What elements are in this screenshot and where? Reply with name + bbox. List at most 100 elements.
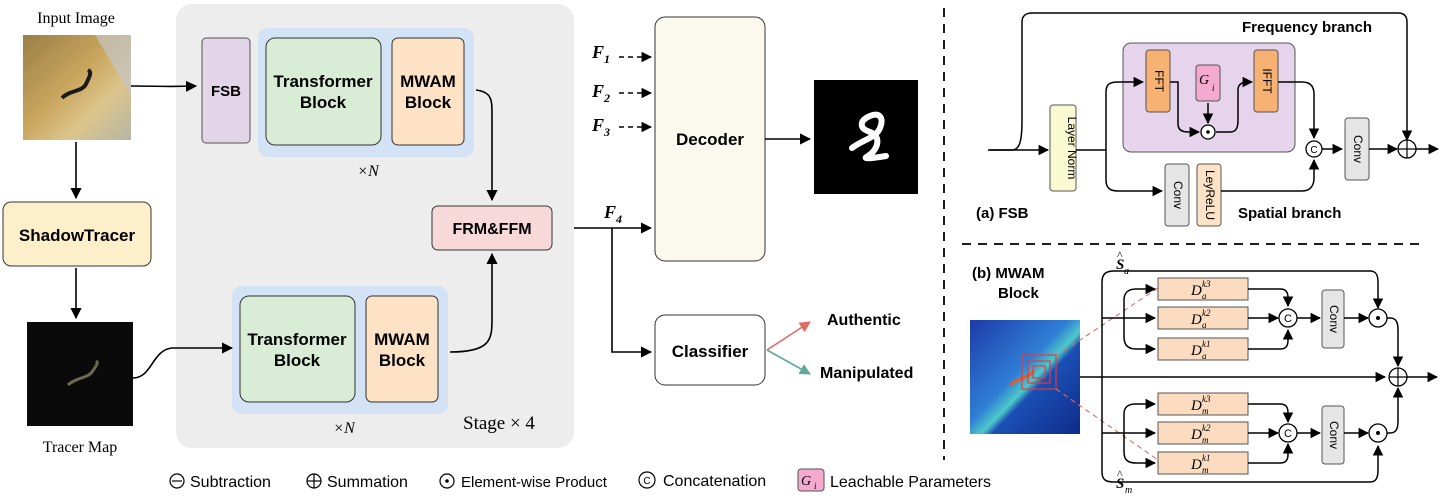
manipulated-label: Manipulated	[820, 365, 913, 382]
svg-text:a: a	[1202, 320, 1207, 330]
svg-text:a: a	[1124, 266, 1129, 277]
g-parameter-label: G	[1199, 73, 1209, 88]
ifft-box	[1253, 49, 1279, 113]
ifft-label: IFFT	[1260, 68, 1274, 94]
fusion-conv-label: Conv	[1351, 135, 1365, 163]
legend-summation: Summation	[306, 473, 408, 491]
svg-text:C: C	[643, 476, 650, 487]
mwam-m-conv-label: Conv	[1327, 421, 1341, 449]
g-parameter-box	[1195, 64, 1221, 102]
spatial-conv-label: Conv	[1171, 181, 1185, 209]
svg-text:Leachable Parameters: Leachable Parameters	[830, 474, 991, 491]
spatial-branch-label: Spatial branch	[1238, 205, 1341, 222]
frm-ffm-label: FRM&FFM	[452, 221, 531, 238]
svg-text:m: m	[1125, 485, 1132, 496]
svg-text:F: F	[603, 202, 616, 222]
svg-text:S: S	[1116, 476, 1124, 492]
tracer-map-image	[27, 322, 133, 426]
svg-text:F: F	[591, 81, 604, 101]
shadowtracer-label: ShadowTracer	[19, 226, 136, 245]
mwam-panel-title-1: (b) MWAM	[972, 265, 1044, 282]
feature-f4: F 4	[603, 202, 622, 226]
spatial-conv-box	[1164, 163, 1190, 227]
mwam-upper-line2: Block	[405, 93, 452, 112]
svg-text:D: D	[1190, 398, 1202, 414]
svg-text:2: 2	[603, 91, 610, 105]
transformer-upper-line1: Transformer	[273, 72, 373, 91]
svg-text:Concatenation: Concatenation	[663, 473, 766, 490]
transformer-block-upper	[265, 37, 382, 146]
legend-concatenation: C Concatenation	[638, 471, 766, 490]
output-mask-image	[814, 80, 918, 194]
svg-text:m: m	[1202, 406, 1209, 416]
mwam-panel-title-2: Block	[998, 285, 1040, 302]
tracer-map-label: Tracer Map	[43, 439, 118, 456]
fsb-panel-title: (a) FSB	[976, 205, 1029, 222]
svg-text:1: 1	[604, 52, 610, 66]
fft-label: FFT	[1152, 70, 1166, 93]
svg-text:F: F	[591, 42, 604, 62]
svg-text:Element-wise Product: Element-wise Product	[461, 474, 608, 491]
d-m-k1-box: D m k1	[1157, 451, 1249, 475]
frm-ffm-box	[431, 205, 553, 251]
mwam-block-upper	[391, 37, 465, 146]
input-image	[23, 35, 131, 140]
s-m-label: S m ^	[1116, 467, 1132, 496]
svg-text:^: ^	[1117, 248, 1123, 262]
svg-text:^: ^	[1117, 467, 1123, 481]
feature-f1: F 1	[591, 42, 653, 66]
mwam-heatmap-image	[970, 320, 1080, 434]
svg-text:Summation: Summation	[327, 474, 408, 491]
svg-text:k2: k2	[1202, 423, 1211, 433]
mwam-a-concat-symbol: C	[1284, 313, 1292, 325]
mwam-upper-line1: MWAM	[400, 72, 456, 91]
transformer-upper-line2: Block	[300, 93, 347, 112]
s-a-label: S a ^	[1116, 248, 1129, 277]
svg-text:k2: k2	[1202, 308, 1211, 318]
d-m-k2-box: D m k2	[1157, 421, 1249, 445]
legend-product: Element-wise Product	[439, 473, 608, 491]
d-a-k3-box: D a k3	[1157, 277, 1249, 301]
layer-norm-box	[1049, 104, 1077, 192]
svg-text:G: G	[801, 474, 811, 489]
svg-text:a: a	[1202, 291, 1207, 301]
fsb-box	[201, 37, 251, 144]
decoder-label: Decoder	[676, 130, 744, 149]
fsb-label: FSB	[211, 83, 241, 100]
times-n-lower: ×N	[333, 420, 356, 437]
g-parameter-sub: i	[1212, 83, 1215, 93]
mwam-a-conv-label: Conv	[1327, 305, 1341, 333]
svg-text:k1: k1	[1202, 453, 1211, 463]
d-m-k3-box: D m k3	[1157, 392, 1249, 416]
input-image-label: Input Image	[37, 10, 115, 27]
fft-box	[1145, 49, 1171, 113]
authentic-label: Authentic	[827, 312, 901, 329]
svg-text:Subtraction: Subtraction	[190, 474, 271, 491]
mwam-lower-line1: MWAM	[374, 330, 430, 349]
svg-text:3: 3	[603, 125, 610, 139]
svg-text:D: D	[1190, 312, 1202, 328]
mwam-lower-line2: Block	[379, 351, 426, 370]
mwam-block-lower	[365, 295, 439, 403]
d-a-k2-box: D a k2	[1157, 306, 1249, 330]
svg-text:i: i	[814, 481, 817, 491]
svg-text:D: D	[1190, 457, 1202, 473]
lrelu-box	[1196, 163, 1222, 227]
feature-f3: F 3	[591, 115, 653, 139]
stage-label: Stage × 4	[463, 413, 535, 434]
svg-text:D: D	[1190, 427, 1202, 443]
legend-subtraction: Subtraction	[169, 473, 271, 491]
lrelu-label: LeyReLU	[1203, 170, 1217, 220]
svg-text:k3: k3	[1202, 279, 1211, 289]
mwam-a-conv-box	[1321, 289, 1345, 349]
classifier-box	[654, 314, 766, 386]
transformer-lower-line2: Block	[274, 351, 321, 370]
legend-leachable: G i Leachable Parameters	[797, 468, 991, 492]
times-n-upper: ×N	[357, 163, 380, 180]
mwam-m-concat-symbol: C	[1284, 428, 1292, 440]
svg-text:k1: k1	[1202, 339, 1211, 349]
classifier-label: Classifier	[672, 342, 749, 361]
feature-f2: F 2	[591, 81, 653, 105]
svg-text:m: m	[1202, 435, 1209, 445]
